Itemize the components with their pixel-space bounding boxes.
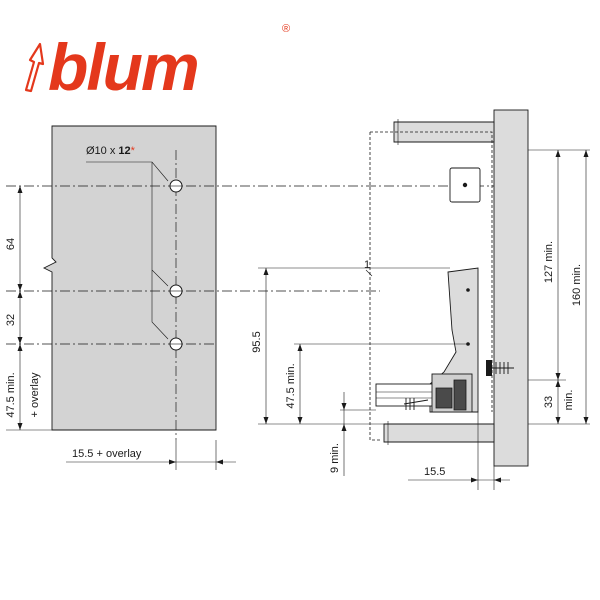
- mounting-plate: [449, 167, 481, 203]
- bottom-cabinet-panel: [383, 423, 495, 443]
- dim-arrows-15-5: [471, 477, 501, 483]
- dim-127-min: 127 min.: [543, 241, 555, 283]
- hole-leader-lines: [86, 161, 169, 340]
- dim-33: 33: [543, 396, 555, 408]
- front-panel-view: Ø10 x 12* 64 32 47.5 min. + overlay 15.5…: [5, 125, 500, 470]
- dim-overlay-plus: + overlay: [29, 372, 41, 417]
- top-cabinet-panel: [393, 121, 495, 143]
- marker-1: 1: [364, 259, 370, 271]
- drawer-runner: [375, 373, 473, 413]
- dim-160-min: 160 min.: [571, 264, 583, 306]
- bracket-hole-top: [466, 288, 470, 292]
- drawer-front-panel: [42, 125, 217, 431]
- logo-wordmark: blum: [48, 30, 198, 104]
- drill-hole-1: [169, 179, 183, 193]
- side-fixing-screw-icon: [486, 360, 514, 376]
- dim-arrows-9-min: [341, 403, 347, 431]
- dim-64: 64: [5, 238, 17, 250]
- dim-33-min: min.: [563, 390, 575, 411]
- dim-9-min: 9 min.: [329, 443, 341, 473]
- blum-logo: blum ®: [24, 23, 290, 104]
- screw-icon: [403, 398, 429, 410]
- side-section-view: 1 95.5 47.5 min. 9 min. 15.5 127 min.: [251, 109, 590, 490]
- hole-spec-label: Ø10 x 12*: [86, 145, 136, 157]
- dim-95-5: 95.5: [251, 331, 263, 352]
- cabinet-side-wall: [493, 109, 529, 467]
- dim-15-5-overlay: 15.5 + overlay: [72, 448, 142, 460]
- marker-1-leader: [365, 269, 373, 277]
- dim-15-5: 15.5: [424, 466, 445, 478]
- dim-47-5-min-right: 47.5 min.: [285, 363, 297, 408]
- logo-registered-mark: ®: [282, 23, 290, 35]
- dim-47-5-min: 47.5 min.: [5, 372, 17, 417]
- drawer-front-outline: [369, 131, 493, 441]
- drill-hole-3: [169, 337, 183, 351]
- drill-hole-2: [169, 284, 183, 298]
- dim-32: 32: [5, 314, 17, 326]
- logo-arrow-icon: [24, 42, 45, 93]
